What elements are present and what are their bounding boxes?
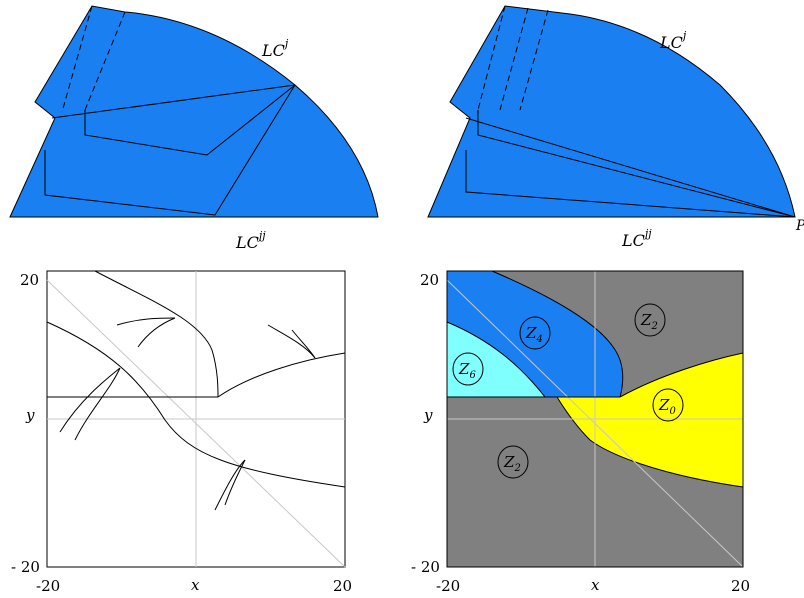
br-y-max: 20 — [420, 271, 439, 289]
zone-z2-bottom: Z2 — [497, 445, 529, 479]
br-blue-region — [446, 270, 624, 398]
bl-right-curve — [217, 352, 346, 398]
top-left-lcj-label: LCj — [261, 37, 289, 60]
top-left-lcjj-label: LCjj — [235, 229, 266, 252]
zone-z0: Z0 — [652, 388, 684, 422]
bottom-right-frame — [446, 270, 744, 568]
svg-text:Z2: Z2 — [640, 311, 658, 332]
svg-text:Z6: Z6 — [458, 360, 476, 381]
top-right-lcj-label: LCj — [659, 29, 687, 52]
top-right-blue-region — [427, 5, 796, 218]
bottom-right-panel: Z4 Z2 Z6 Z0 Z2 20 - 20 -20 20 x y — [411, 270, 750, 595]
bl-y-label: y — [25, 406, 35, 424]
zone-z6: Z6 — [452, 352, 484, 386]
zone-z2-top: Z2 — [634, 303, 666, 337]
br-x-max: 20 — [731, 577, 750, 595]
bl-x-min: -20 — [36, 577, 60, 595]
br-y-min: - 20 — [411, 558, 440, 576]
bl-diagonal-curve — [46, 321, 346, 488]
top-left-panel: LCj LCjj — [9, 5, 379, 252]
bottom-left-curves — [46, 270, 346, 511]
top-left-lines — [44, 5, 296, 216]
br-x-label: x — [591, 576, 600, 594]
br-yellow-region — [556, 352, 744, 488]
bl-y-min: - 20 — [11, 558, 40, 576]
br-cyan-region — [447, 322, 545, 397]
svg-text:Z2: Z2 — [503, 453, 521, 474]
bl-y-max: 20 — [20, 271, 39, 289]
zone-z4: Z4 — [519, 316, 551, 350]
bl-upper-curve — [94, 270, 219, 398]
top-right-p-label: P — [795, 218, 804, 234]
bottom-left-grid — [46, 271, 346, 568]
top-right-lines — [465, 5, 796, 218]
bottom-right-grid — [446, 271, 744, 568]
br-x-min: -20 — [436, 577, 460, 595]
svg-text:Z4: Z4 — [525, 324, 543, 345]
bottom-left-panel: 20 - 20 -20 20 x y — [11, 270, 352, 595]
svg-text:Z0: Z0 — [658, 396, 676, 417]
br-y-label: y — [423, 406, 433, 424]
top-left-blue-region — [9, 5, 379, 218]
top-right-lcjj-label: LCjj — [621, 227, 652, 250]
top-right-panel: LCj LCjj P — [427, 5, 804, 250]
bl-x-max: 20 — [333, 577, 352, 595]
bl-x-label: x — [191, 576, 200, 594]
